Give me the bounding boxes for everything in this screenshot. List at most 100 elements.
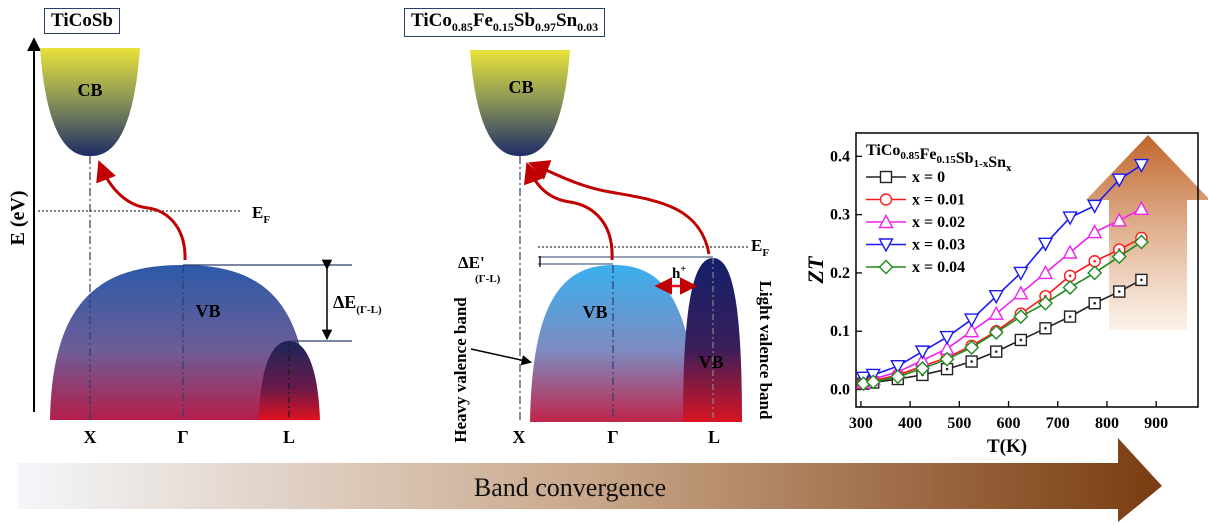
k-label-gamma: Γ xyxy=(177,427,188,447)
triangle-down-marker xyxy=(1062,211,1078,226)
legend-title-sub: 0.85 xyxy=(900,150,920,162)
triangle-down-marker xyxy=(1037,237,1054,252)
excitation-arrow-heavy xyxy=(523,162,614,261)
square-dot xyxy=(994,350,998,353)
diamond-marker xyxy=(988,324,1004,340)
legend-title-sub: x xyxy=(1006,162,1012,174)
x-axis-label: T(K) xyxy=(987,436,1027,457)
square-dot xyxy=(1068,315,1072,318)
square-dot xyxy=(1093,301,1096,305)
heavy-valence-band xyxy=(530,265,700,422)
diamond-marker xyxy=(865,374,881,390)
k-label-l-doped: L xyxy=(708,427,720,447)
fermi-level-label-doped: EF xyxy=(751,236,769,259)
square-dot xyxy=(1140,278,1143,282)
square-dot xyxy=(970,360,973,363)
x-tick-label: 800 xyxy=(1095,415,1119,432)
circle-marker xyxy=(879,193,893,206)
band-convergence-label: Band convergence xyxy=(474,473,666,502)
legend-title: TiCo0.85Fe0.15Sb1-xSnx xyxy=(866,142,1012,174)
legend-title-sub: 1-x xyxy=(974,158,989,170)
square-dot xyxy=(1117,290,1121,293)
triangle-up-marker xyxy=(1013,285,1029,300)
title-part-0: TiCo xyxy=(411,10,452,31)
title-part-sub-1: 0.15 xyxy=(492,19,514,34)
title-part-1: Fe xyxy=(472,10,493,31)
y-tick-label: 0.4 xyxy=(830,148,850,165)
k-label-l: L xyxy=(283,427,295,447)
diamond-marker xyxy=(878,259,894,275)
triangle-down-marker xyxy=(988,290,1004,305)
k-label-x-doped: X xyxy=(513,427,526,447)
series-4 xyxy=(855,234,1149,392)
vb2-label-doped: VB xyxy=(698,352,723,372)
square-dot xyxy=(945,367,949,371)
legend-title-part: Fe xyxy=(920,146,937,163)
fermi-level-label: EF xyxy=(252,203,270,226)
y-tick-label: 0.1 xyxy=(830,323,850,340)
triangle-down-marker xyxy=(890,359,906,375)
diamond-marker xyxy=(1013,309,1029,325)
triangle-up-marker xyxy=(1133,200,1150,215)
series-3 xyxy=(855,158,1150,386)
heavy-band-pointer xyxy=(470,348,533,366)
legend-label: x = 0.04 xyxy=(912,259,965,276)
legend-label: x = 0.02 xyxy=(912,214,965,231)
triangle-up-marker xyxy=(1086,224,1103,239)
band-convergence-arrow: Band convergence xyxy=(18,438,1162,522)
circle-dot xyxy=(1068,274,1072,278)
legend-entry-3: x = 0.03 xyxy=(866,237,965,254)
triangle-down-marker xyxy=(878,238,894,253)
legend-title-part: Sb xyxy=(956,150,974,167)
title-part-2: Sb xyxy=(513,10,536,31)
legend-entry-1: x = 0.01 xyxy=(866,192,965,209)
legend-entry-4: x = 0.04 xyxy=(866,259,965,276)
energy-axis-label: E (eV) xyxy=(7,191,29,246)
triangle-up-marker xyxy=(1037,264,1054,280)
triangle-down-marker xyxy=(1133,158,1150,174)
panel-ticosb: E (eV) CB EF VB ΔE(Γ-L) X Γ L xyxy=(7,37,382,447)
hole-label: h+ xyxy=(672,264,686,282)
triangle-up-marker xyxy=(878,214,894,229)
square-marker xyxy=(879,170,893,184)
legend-entry-2: x = 0.02 xyxy=(866,214,965,231)
square-dot xyxy=(1019,338,1023,342)
conduction-band xyxy=(40,48,140,157)
delta-e-prime-label: ΔE'(Γ-L) xyxy=(458,253,501,285)
excitation-arrow-light xyxy=(528,160,711,255)
triangle-down-marker xyxy=(1013,266,1029,281)
x-tick-label: 500 xyxy=(947,415,971,432)
excitation-arrow xyxy=(96,160,187,261)
diamond-marker xyxy=(1111,249,1127,265)
valence-band-gamma xyxy=(50,265,308,420)
vb-label-doped: VB xyxy=(582,302,607,322)
heavy-band-label: Heavy valence band xyxy=(451,297,470,443)
triangle-down-marker xyxy=(963,313,980,328)
triangle-up-marker xyxy=(1111,212,1127,227)
legend-title-part: TiCo xyxy=(866,142,900,159)
vb-label: VB xyxy=(195,301,220,321)
diamond-marker xyxy=(1037,295,1053,311)
light-band-label: Light valence band xyxy=(756,281,775,420)
title-part-sub-0: 0.85 xyxy=(451,19,473,34)
panel-doped: CB EF VB VB ΔE'(Γ-L) h+ Heavy valence ba… xyxy=(451,50,775,447)
diamond-marker xyxy=(1133,234,1149,250)
k-label-x: X xyxy=(84,427,97,447)
triangle-down-marker xyxy=(914,345,931,360)
x-tick-label: 400 xyxy=(898,415,922,432)
legend-title-sub: 0.15 xyxy=(937,154,957,166)
circle-dot xyxy=(1093,259,1096,263)
diamond-marker xyxy=(890,369,906,385)
x-tick-label: 700 xyxy=(1046,415,1070,432)
legend-label: x = 0.01 xyxy=(912,192,965,209)
title-part-sub-2: 0.97 xyxy=(535,19,557,34)
improvement-arrow xyxy=(1086,135,1208,330)
panel1-title: TiCoSb xyxy=(44,8,120,34)
square-dot xyxy=(1044,326,1047,330)
triangle-up-marker xyxy=(988,305,1004,320)
diamond-marker xyxy=(1087,265,1103,281)
plot-frame xyxy=(855,132,1199,408)
x-tick-label: 600 xyxy=(997,415,1021,432)
